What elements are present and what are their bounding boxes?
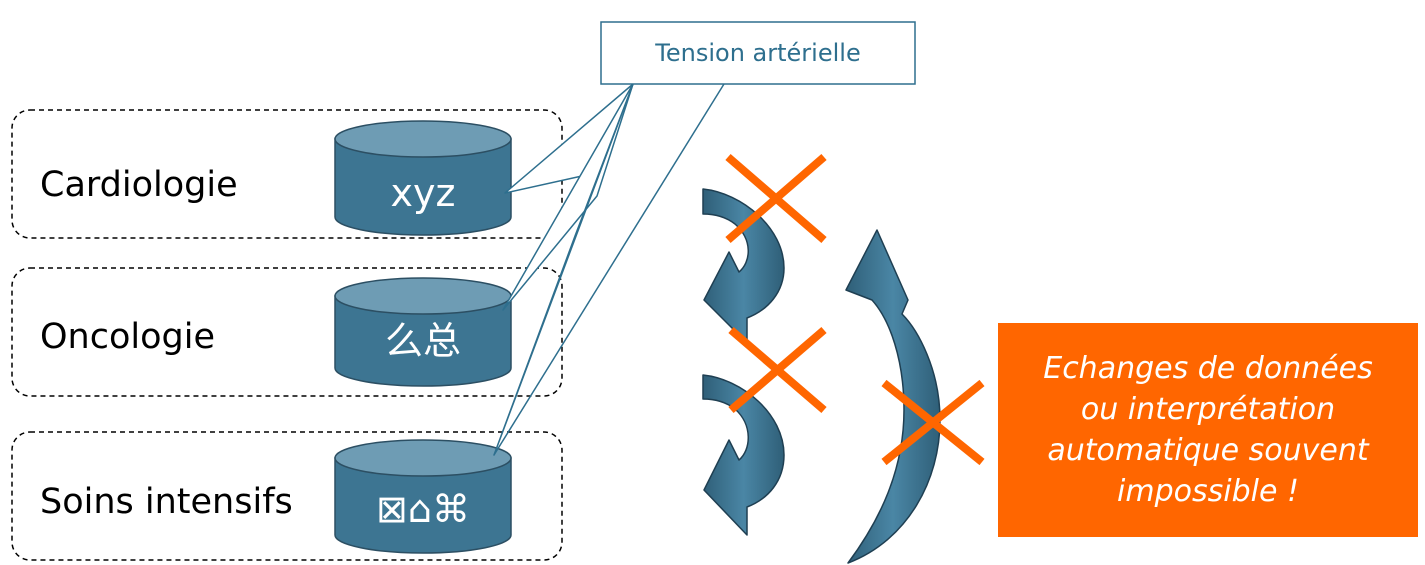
note-line-1: Echanges de données [1043, 351, 1373, 386]
department-label-soins-intensifs: Soins intensifs [40, 482, 293, 522]
cross-icon-middle [728, 326, 827, 414]
database-label-oncologie: 么总 [385, 319, 461, 363]
note-line-4: impossible ! [1117, 474, 1299, 509]
database-cardiologie: xyz [334, 120, 512, 236]
department-label-oncologie: Oncologie [40, 317, 215, 357]
department-box-soins-intensifs [11, 431, 563, 561]
cross-icon-top [725, 153, 827, 244]
note-box: Echanges de données ou interprétation au… [998, 323, 1418, 537]
callout-label: Tension artérielle [654, 39, 860, 67]
database-label-soins-intensifs: ⊠⌂⌘ [376, 487, 470, 531]
note-line-3: automatique souvent [1047, 433, 1369, 468]
database-oncologie: 么总 [334, 277, 512, 387]
callout-tension-arterielle: Tension artérielle [493, 21, 916, 456]
curved-arrow-middle [702, 374, 785, 536]
department-label-cardiologie: Cardiologie [40, 165, 238, 205]
curved-arrow-top [702, 188, 785, 344]
department-box-oncologie [11, 267, 563, 397]
database-soins-intensifs: ⊠⌂⌘ [334, 439, 512, 554]
note-line-2: ou interprétation [1080, 392, 1336, 427]
curved-arrow-right [845, 229, 941, 564]
database-label-cardiologie: xyz [391, 171, 456, 215]
cross-icon-right [881, 379, 985, 466]
